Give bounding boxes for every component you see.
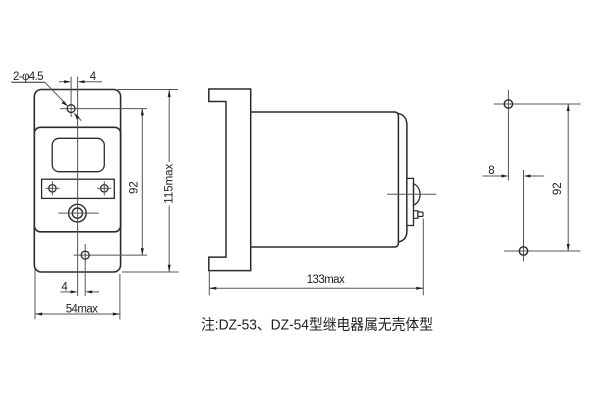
svg-text:4: 4 (90, 71, 97, 83)
svg-text:133max: 133max (307, 274, 345, 286)
svg-text:4: 4 (61, 281, 68, 293)
svg-text:115max: 115max (164, 163, 176, 203)
svg-text:8: 8 (488, 165, 494, 177)
svg-text:92: 92 (128, 181, 140, 194)
svg-text:2-φ4.5: 2-φ4.5 (13, 71, 44, 83)
svg-text:注:DZ-53、DZ-54型继电器属无壳体型: 注:DZ-53、DZ-54型继电器属无壳体型 (201, 317, 433, 334)
svg-text:92: 92 (552, 182, 564, 195)
svg-text:54max: 54max (66, 303, 98, 315)
